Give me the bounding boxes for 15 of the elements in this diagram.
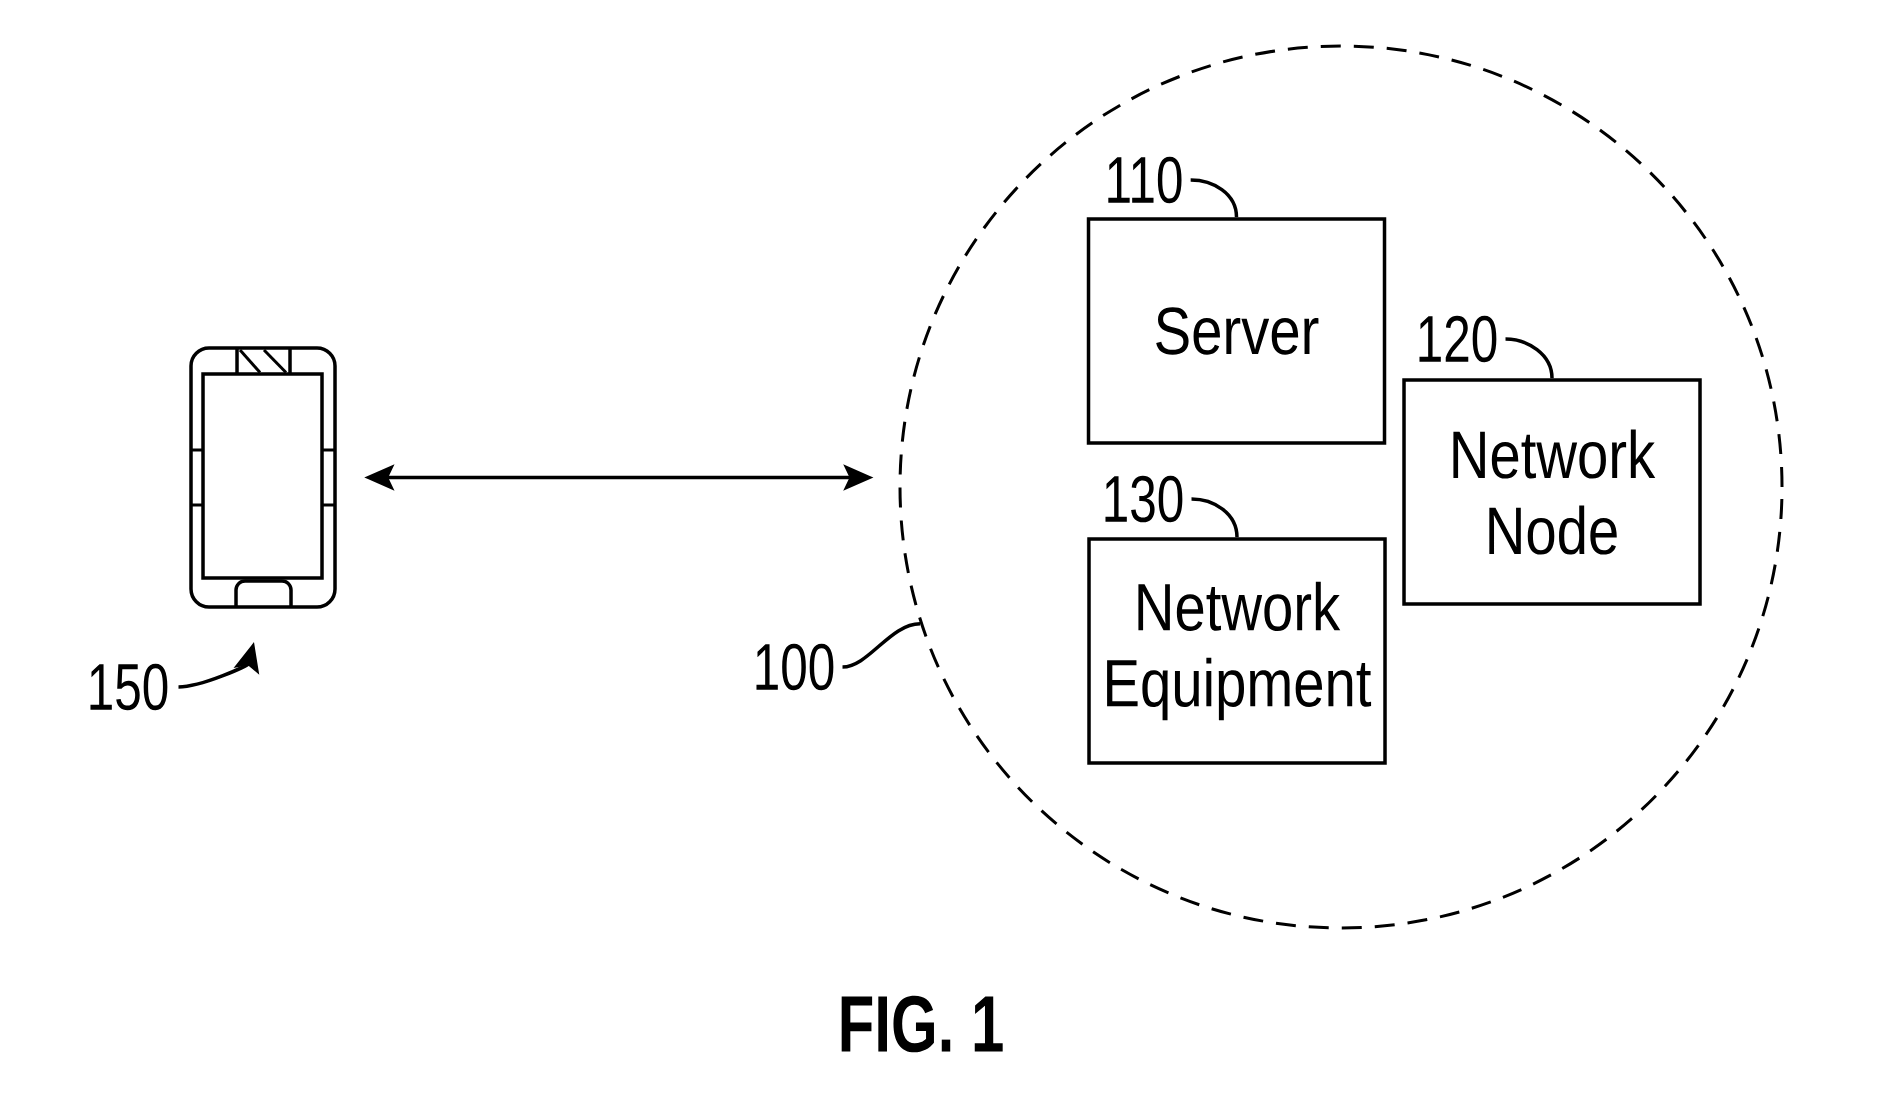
reference-numeral: 110 — [1108, 156, 1182, 204]
figure-caption: FIG. 1 — [841, 995, 1003, 1053]
leader-line — [1190, 178, 1239, 218]
component-box: Server — [1086, 217, 1387, 445]
leader-line — [842, 622, 921, 669]
component-box: Network Node — [1402, 378, 1702, 606]
phone-drawing — [189, 346, 337, 609]
component-box: Network Equipment — [1087, 537, 1387, 765]
leader-line — [1191, 497, 1239, 538]
leader-line — [1505, 337, 1554, 379]
reference-numeral: 130 — [1105, 475, 1183, 523]
reference-numeral: 150 — [90, 663, 168, 711]
reference-numeral: 120 — [1419, 315, 1497, 363]
reference-numeral: 100 — [756, 643, 834, 691]
dashed-circle — [898, 44, 1784, 930]
